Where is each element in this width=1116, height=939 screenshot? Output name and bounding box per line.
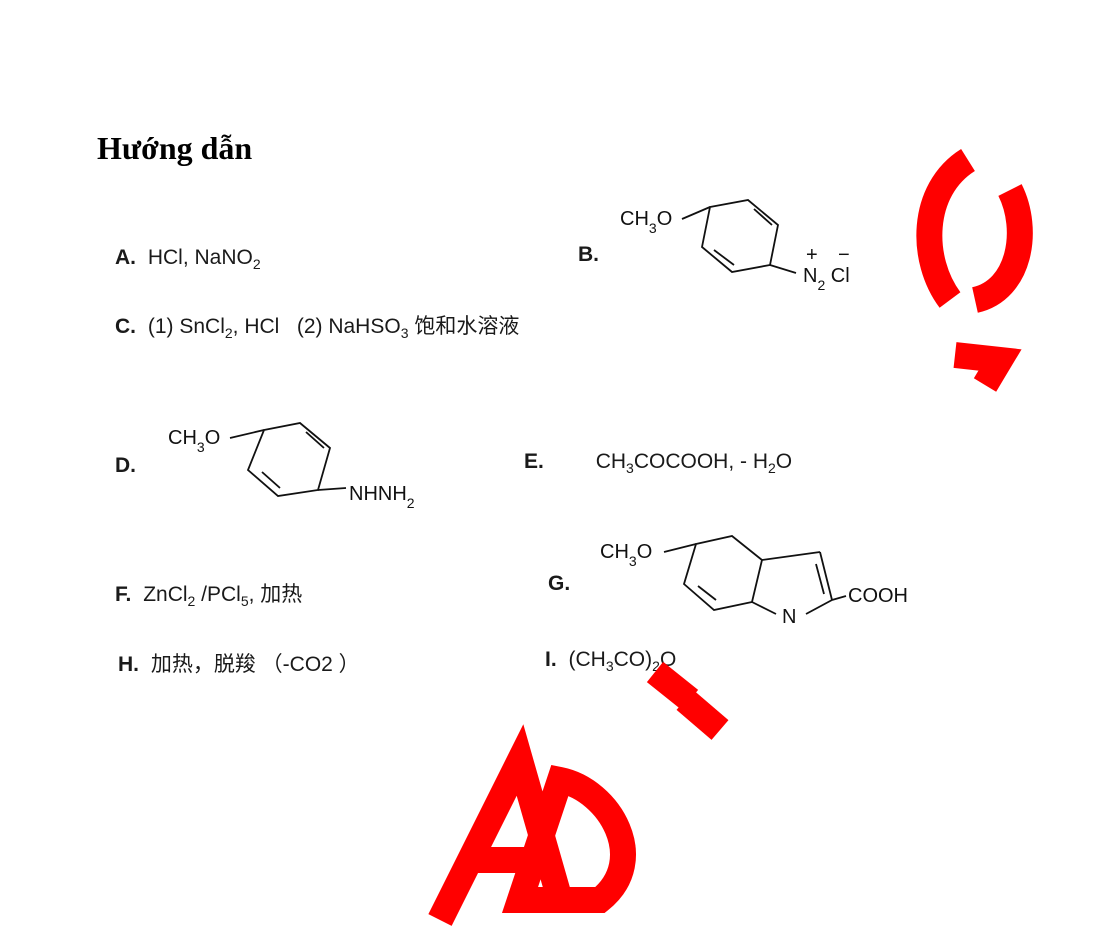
benzene-ring — [701, 199, 779, 273]
minus-sign: − — [838, 244, 850, 266]
step-i: I. (CH3CO)2O — [545, 648, 676, 674]
step-a-text: HCl, NaNO2 — [147, 246, 261, 273]
step-h-text: 加热，脱羧 （-CO2 ） — [150, 653, 360, 676]
watermark-stroke — [646, 661, 699, 711]
step-g-label: G. — [548, 572, 571, 595]
step-e-label: E. — [524, 450, 544, 473]
step-e: E. CH3COCOOH, - H2O — [524, 450, 792, 476]
step-g-substituent: CH3O — [600, 541, 652, 569]
step-c: C. (1) SnCl2, HCl (2) NaHSO3 饱和水溶液 — [115, 310, 519, 341]
plus-sign: + — [806, 244, 818, 266]
step-f: F. ZnCl2 /PCl5, 加热 — [115, 578, 302, 609]
step-b-label: B. — [578, 243, 599, 266]
step-d-structure: CH3O NHNH2 — [168, 422, 415, 511]
watermark-stroke — [428, 724, 573, 926]
step-a-label: A. — [115, 246, 136, 269]
step-d-hydrazine: NHNH2 — [349, 483, 415, 511]
step-d-label: D. — [115, 454, 136, 477]
step-f-text: ZnCl2 /PCl5, 加热 — [143, 583, 303, 610]
watermark-stroke — [501, 764, 636, 913]
watermark-stroke — [676, 690, 729, 740]
step-d: D. — [115, 454, 142, 478]
step-c-text: (1) SnCl2, HCl (2) NaHSO3 饱和水溶液 — [147, 315, 520, 342]
step-b-substituent: CH3O — [620, 208, 672, 236]
watermark-stroke — [916, 148, 976, 308]
step-d-substituent: CH3O — [168, 427, 220, 455]
watermark-stroke — [953, 342, 1022, 392]
step-b: B. — [578, 243, 605, 267]
step-g-structure: CH3O N COOH — [600, 535, 908, 628]
step-a: A. HCl, NaNO2 — [115, 246, 261, 272]
watermark-stroke — [971, 184, 1033, 313]
step-b-structure: CH3O N2 Cl + − — [620, 199, 850, 293]
step-i-text: (CH3CO)2O — [568, 648, 677, 675]
step-h-label: H. — [118, 653, 139, 676]
step-f-label: F. — [115, 583, 132, 606]
step-b-diazonium: N2 Cl — [803, 265, 850, 293]
step-g: G. — [548, 572, 576, 596]
step-e-text: CH3COCOOH, - H2O — [595, 450, 793, 477]
step-i-label: I. — [545, 648, 557, 671]
step-c-label: C. — [115, 315, 136, 338]
section-heading: Hướng dẫn — [97, 130, 253, 166]
step-h: H. 加热，脱羧 （-CO2 ） — [118, 648, 360, 678]
indole-benzene-ring — [682, 535, 764, 611]
step-g-carboxyl: COOH — [848, 585, 908, 607]
step-g-nitrogen: N — [782, 606, 796, 628]
benzene-ring — [246, 422, 332, 497]
